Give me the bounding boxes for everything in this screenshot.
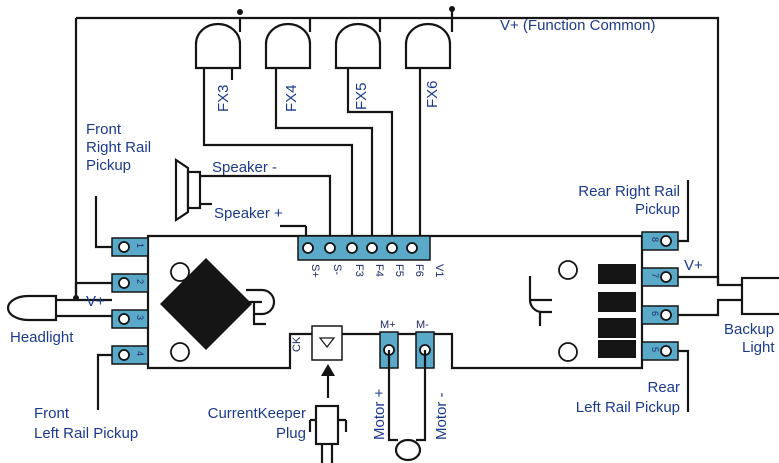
motor-icon — [387, 350, 427, 462]
pin-num-3: 3 — [135, 315, 145, 320]
front-left-label-line1: Front — [34, 405, 70, 422]
backup-label-line1: Backup — [724, 321, 774, 338]
backup-label-line2: Light — [742, 339, 775, 356]
decoder-chip — [160, 258, 252, 350]
heatsink-3 — [598, 318, 636, 338]
currentkeeper-label-line1: CurrentKeeper — [208, 405, 306, 422]
front-right-pickup-wire — [94, 196, 112, 249]
front-right-label-line3: Pickup — [86, 157, 131, 174]
fx5-led — [334, 22, 394, 236]
currentkeeper-plug-icon — [308, 404, 348, 463]
v-plus-common-bus — [73, 6, 720, 301]
right-terminal-strip — [641, 231, 679, 361]
pin-num-2: 2 — [135, 279, 145, 284]
v-plus-left-label: V+ — [86, 293, 105, 310]
heatsink-2 — [598, 292, 636, 312]
speaker-plus-label: Speaker + — [214, 205, 283, 222]
pin-v1: V1 — [433, 264, 445, 277]
rear-left-pickup-wire — [678, 349, 690, 412]
pin-s-minus: S- — [331, 264, 343, 275]
board-logo-right — [528, 276, 552, 326]
pin-num-5: 5 — [650, 347, 660, 352]
fx3-led — [194, 22, 354, 236]
ck-label: CK — [291, 336, 303, 352]
rear-right-pickup-wire — [678, 180, 690, 243]
pin-s-plus: S+ — [309, 264, 321, 278]
speaker-minus-label: Speaker - — [212, 159, 277, 176]
heatsink-1 — [598, 264, 636, 284]
pin-num-4: 4 — [135, 351, 145, 356]
pin-f3: F3 — [353, 264, 365, 277]
rear-right-label-line1: Rear Right Rail — [578, 183, 680, 200]
top-terminal-strip — [297, 235, 431, 261]
front-left-label-line2: Left Rail Pickup — [34, 425, 138, 442]
pin-num-7: 7 — [650, 273, 660, 278]
heatsink-4 — [598, 340, 636, 358]
pin-m-minus: M- — [416, 319, 429, 331]
fx3-label: FX3 — [215, 84, 232, 112]
fx6-led — [404, 22, 452, 236]
front-right-label-line1: Front — [86, 121, 122, 138]
headlight-led — [6, 281, 112, 322]
speaker-icon — [174, 157, 332, 236]
rear-right-label-line2: Pickup — [635, 201, 680, 218]
fx6-label: FX6 — [424, 80, 441, 108]
arrow-up-icon — [321, 364, 335, 376]
left-terminal-strip — [111, 237, 149, 365]
board-logo-left — [246, 288, 276, 326]
headlight-label: Headlight — [10, 329, 74, 346]
front-left-pickup-wire — [96, 353, 112, 410]
backup-light-led — [678, 275, 779, 317]
motor-minus-label: Motor - — [433, 392, 450, 440]
rear-left-label-line1: Rear — [647, 379, 680, 396]
pin-f4: F4 — [373, 264, 385, 277]
rear-left-label-line2: Left Rail Pickup — [576, 399, 680, 416]
fx4-label: FX4 — [283, 84, 300, 112]
pin-f6: F6 — [413, 264, 425, 277]
pin-f5: F5 — [393, 264, 405, 277]
pin-num-6: 6 — [650, 311, 660, 316]
currentkeeper-label-line2: Plug — [276, 425, 306, 442]
pin-num-1: 1 — [135, 243, 145, 248]
decoder-board — [146, 234, 644, 370]
fx5-label: FX5 — [353, 82, 370, 110]
v-plus-right-label: V+ — [684, 257, 703, 274]
currentkeeper-socket — [311, 325, 343, 398]
v-plus-common-label: V+ (Function Common) — [500, 17, 655, 34]
motor-plus-label: Motor + — [371, 388, 388, 440]
pin-m-plus: M+ — [380, 319, 396, 331]
fx4-led — [264, 22, 374, 236]
front-right-label-line2: Right Rail — [86, 139, 151, 156]
pin-num-8: 8 — [650, 237, 660, 242]
